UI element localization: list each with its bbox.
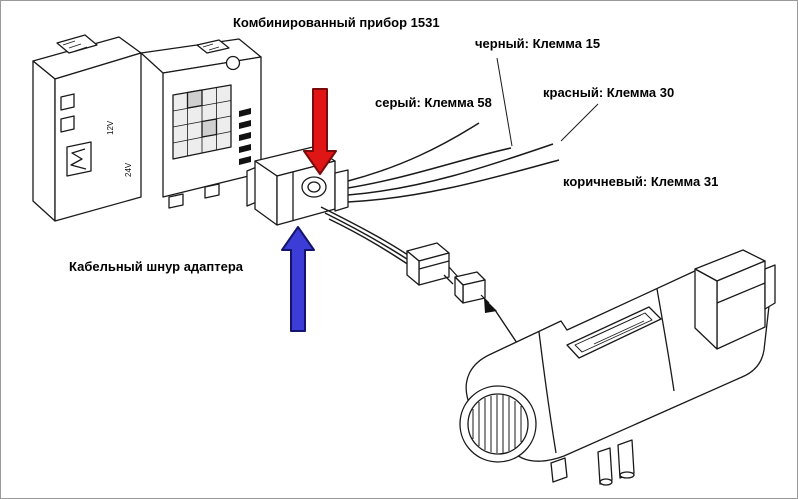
leader-black bbox=[496, 57, 513, 147]
heater-drawing bbox=[459, 249, 776, 486]
heater-pipe bbox=[597, 447, 613, 485]
pin-cell-shaded bbox=[201, 118, 218, 138]
instrument-foot bbox=[204, 183, 220, 199]
label-leader-lines bbox=[496, 57, 599, 147]
flow-arrowhead bbox=[484, 298, 497, 313]
tab-hatching bbox=[62, 40, 88, 52]
inline-connectors-drawing bbox=[406, 242, 518, 344]
adapter-cable-label: Кабельный шнур адаптера bbox=[69, 259, 244, 274]
instrument-cutout bbox=[60, 115, 75, 133]
heater-top-plate bbox=[566, 306, 662, 359]
wire-to-heater bbox=[320, 206, 412, 258]
instrument-foot bbox=[168, 193, 184, 209]
wire-exit-nub bbox=[334, 169, 349, 212]
wire-to-heater bbox=[328, 218, 416, 270]
wire-brown bbox=[347, 159, 560, 203]
pin-cell-shaded bbox=[186, 89, 203, 109]
voltage-12v-label: 12V bbox=[106, 120, 115, 135]
blue-arrow bbox=[281, 226, 315, 332]
connector-ring-inner bbox=[307, 181, 321, 193]
instrument-round-hole bbox=[225, 55, 241, 71]
instrument-cutout bbox=[60, 93, 75, 111]
heater-pipe bbox=[617, 439, 635, 479]
wire-gray bbox=[347, 122, 480, 182]
wire-black-label: черный: Клемма 15 bbox=[475, 36, 601, 51]
mount-tab bbox=[196, 39, 230, 54]
instrument-left-side-face bbox=[32, 60, 56, 222]
mount-tab bbox=[56, 34, 98, 54]
instrument-symbol-icon bbox=[70, 148, 87, 170]
red-arrow bbox=[303, 88, 337, 175]
instrument-symbol-box bbox=[66, 141, 92, 177]
tab-hatching bbox=[202, 43, 220, 51]
heater-foot bbox=[550, 457, 568, 483]
slot-column bbox=[239, 108, 251, 165]
wire-to-heater bbox=[324, 212, 414, 264]
wires bbox=[320, 57, 599, 270]
wire-black bbox=[347, 147, 512, 189]
wire-red bbox=[347, 143, 554, 196]
instrument-drawing: 12V 24V bbox=[32, 34, 262, 222]
instrument-label: Комбинированный прибор 1531 bbox=[233, 15, 440, 30]
wire-brown-label: коричневый: Клемма 31 bbox=[563, 174, 719, 189]
wire-gray-label: серый: Клемма 58 bbox=[375, 95, 492, 110]
leader-red bbox=[560, 103, 599, 142]
wire-red-label: красный: Клемма 30 bbox=[543, 85, 675, 100]
instrument-left-front-face bbox=[54, 52, 142, 222]
voltage-24v-label: 24V bbox=[124, 162, 133, 177]
grille-slats bbox=[472, 395, 522, 453]
